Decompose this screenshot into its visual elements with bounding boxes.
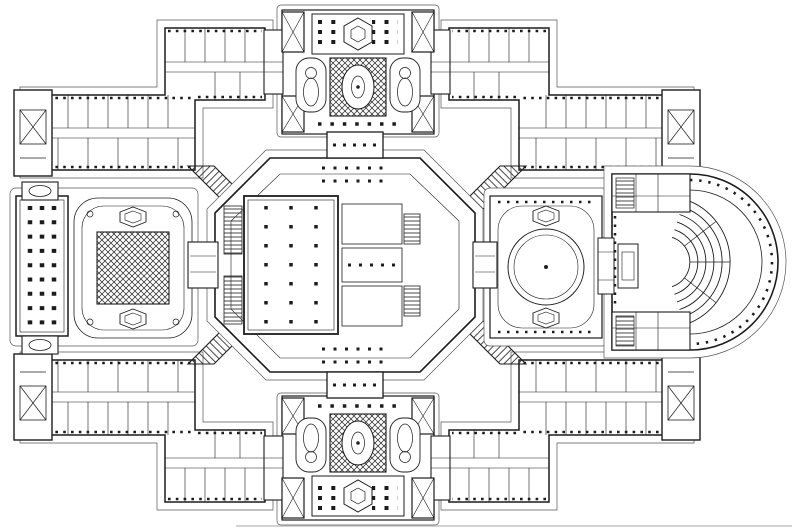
- chamber-north-annex: [611, 173, 691, 213]
- north-court: [263, 4, 451, 138]
- court-wing-links: [263, 29, 451, 95]
- chamber-outer-pier-ring: [689, 178, 774, 346]
- court-oval-beds: [295, 57, 421, 113]
- east-court-north-ornament: [532, 205, 560, 227]
- assembly-chamber: [597, 165, 787, 359]
- west-grand-staircases: [223, 205, 243, 325]
- wing-northwest: [13, 19, 274, 211]
- wing-lower-bar-window-piers: [32, 96, 192, 169]
- north-vestibule: [326, 131, 384, 159]
- wing-upper-bar-rooms: [165, 28, 265, 100]
- wing-upper-bar-window-piers: [168, 29, 262, 99]
- court-pergola-band: [311, 13, 405, 55]
- east-court-circular-basin: [507, 228, 585, 306]
- chamber-court-link: [597, 237, 615, 295]
- court-diamond-ornament: [343, 17, 373, 51]
- chamber-aisle-radials: [684, 221, 730, 303]
- east-rooms: [341, 203, 421, 327]
- south-vestibule: [326, 371, 384, 399]
- south-court: [262, 391, 452, 527]
- east-court-south-ornament: [532, 307, 560, 329]
- chamber-inner-wall-ring: [689, 189, 763, 335]
- central-block: [187, 131, 498, 399]
- wing-end-pavilion: [13, 89, 53, 177]
- chamber-rostrum: [617, 243, 639, 289]
- east-court-north-ornament-inner: [537, 209, 555, 223]
- east-court: [483, 187, 609, 347]
- west-garden-court: [9, 181, 199, 355]
- garden-parterre: [73, 197, 193, 339]
- chamber-south-annex: [611, 311, 691, 351]
- grand-hall: [243, 195, 339, 335]
- court-hatched-parterre: [329, 57, 387, 117]
- west-court-link: [187, 241, 219, 289]
- garden-colonnade-hall: [15, 181, 69, 355]
- east-court-south-ornament-inner: [537, 311, 555, 325]
- wing-outer-wall: [27, 27, 266, 171]
- east-court-link: [472, 241, 498, 289]
